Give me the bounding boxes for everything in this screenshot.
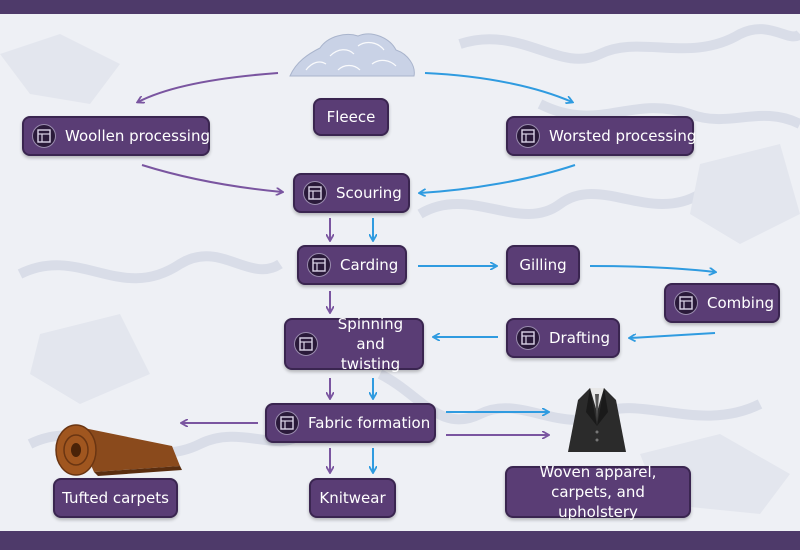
node-fleece-label: Fleece (326, 107, 376, 126)
node-woven-apparel-label: Woven apparel, carpets, and upholstery (539, 462, 657, 522)
node-knitwear-label: Knitwear (319, 488, 386, 507)
node-tufted-carpets-label: Tufted carpets (62, 488, 169, 507)
node-worsted-processing-label: Worsted processing (549, 126, 697, 145)
node-fabric-formation: Fabric formation (265, 403, 436, 443)
machine-icon (307, 253, 331, 277)
machine-icon (32, 124, 56, 148)
node-tufted-carpets: Tufted carpets (53, 478, 178, 518)
node-fleece: Fleece (313, 98, 389, 136)
node-carding-label: Carding (340, 255, 399, 274)
node-drafting-label: Drafting (549, 328, 611, 347)
node-scouring-label: Scouring (336, 183, 402, 202)
node-scouring: Scouring (293, 173, 410, 213)
node-gilling-label: Gilling (519, 255, 567, 274)
header-bar (0, 0, 800, 14)
arrow-woollen-to-scouring (141, 164, 282, 192)
arrow-fleece-to-worsted (424, 72, 572, 102)
node-spinning-twisting-label: Spinning and twisting (337, 314, 404, 374)
suit-jacket-icon (568, 388, 626, 452)
arrow-fleece-to-woollen (138, 72, 279, 102)
machine-icon (516, 326, 540, 350)
machine-icon (294, 332, 318, 356)
node-fabric-formation-label: Fabric formation (308, 413, 431, 432)
node-woven-apparel: Woven apparel, carpets, and upholstery (505, 463, 691, 521)
node-drafting: Drafting (506, 318, 620, 358)
carpet-roll-icon (55, 424, 182, 476)
node-combing: Combing (664, 283, 780, 323)
node-spinning-twisting: Spinning and twisting (284, 315, 424, 373)
node-worsted-processing: Worsted processing (506, 116, 697, 156)
node-combing-label: Combing (707, 293, 774, 312)
machine-icon (303, 181, 327, 205)
machine-icon (516, 124, 540, 148)
background-map (0, 24, 800, 514)
node-gilling: Gilling (506, 245, 580, 285)
node-carding: Carding (297, 245, 407, 285)
node-woollen-processing: Woollen processing (22, 116, 210, 156)
arrow-combing-to-drafting (630, 332, 716, 338)
machine-icon (674, 291, 698, 315)
machine-icon (275, 411, 299, 435)
fleece-pile-icon (289, 33, 415, 77)
node-knitwear: Knitwear (309, 478, 396, 518)
arrow-worsted-to-scouring (420, 164, 576, 193)
arrow-gilling-to-combing (589, 265, 715, 272)
footer-bar (0, 531, 800, 550)
node-woollen-processing-label: Woollen processing (65, 126, 210, 145)
